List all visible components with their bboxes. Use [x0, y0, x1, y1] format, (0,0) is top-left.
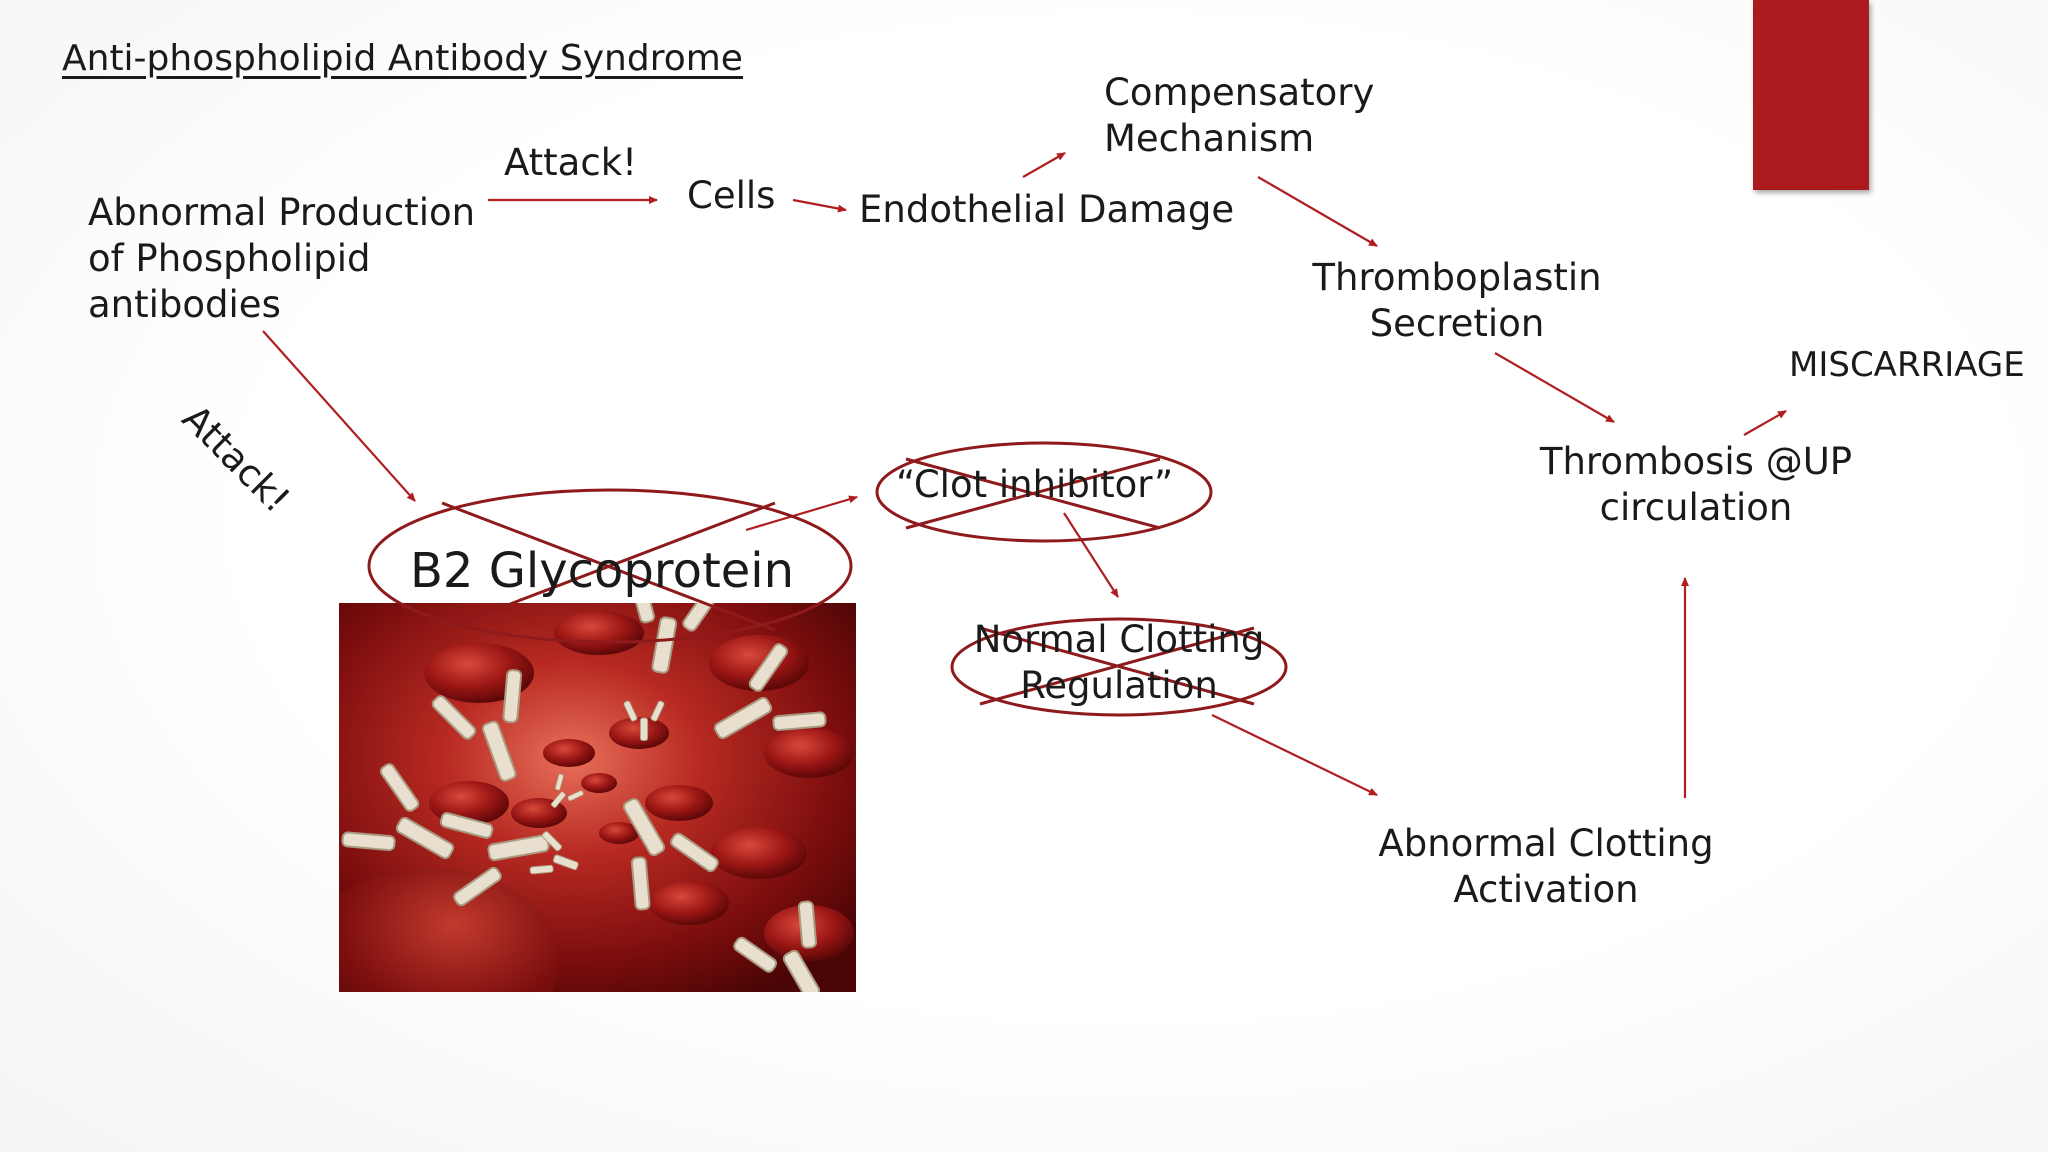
arrow-b2-to-clot-inhibitor: [745, 495, 858, 532]
accent-bar: [1753, 0, 1869, 190]
slide-title: Anti-phospholipid Antibody Syndrome: [62, 38, 743, 79]
node-b2-glycoprotein: B2 Glycoprotein: [410, 543, 795, 599]
node-abnormal-production: Abnormal Production of Phospholipid anti…: [88, 191, 476, 326]
arrow-endothelial-to-compensatory: [1022, 152, 1066, 178]
arrow-compensatory-to-thromboplastin: [1257, 176, 1378, 247]
node-miscarriage: MISCARRIAGE: [1789, 345, 2025, 385]
normal-clotting-crossout: [950, 617, 1288, 717]
arrow-thrombosis-to-miscarriage: [1743, 410, 1787, 436]
clot-inhibitor-crossout: [875, 441, 1213, 543]
node-cells: Cells: [687, 174, 776, 217]
node-thromboplastin-secretion: Thromboplastin Secretion: [1312, 256, 1602, 345]
blood-cells-illustration: [339, 603, 856, 992]
node-clot-inhibitor: “Clot inhibitor”: [896, 463, 1174, 506]
arrow-production-to-b2: [262, 330, 416, 502]
node-compensatory-mechanism: Compensatory Mechanism: [1104, 71, 1375, 160]
arrow-normal-clotting-to-abnormal-clotting: [1211, 714, 1378, 796]
arrow-clot-inhibitor-to-normal-clotting: [1063, 512, 1119, 598]
node-thrombosis: Thrombosis @UP circulation: [1539, 440, 1853, 529]
arrow-cells-to-endothelial: [792, 198, 847, 213]
node-normal-clotting-regulation: Normal Clotting Regulation: [973, 618, 1265, 707]
node-endothelial-damage: Endothelial Damage: [859, 188, 1235, 231]
node-abnormal-clotting-activation: Abnormal Clotting Activation: [1378, 822, 1714, 911]
arrow-thromboplastin-to-thrombosis: [1494, 352, 1615, 423]
label-attack-top: Attack!: [504, 141, 637, 184]
b2-crossout: [367, 488, 853, 644]
